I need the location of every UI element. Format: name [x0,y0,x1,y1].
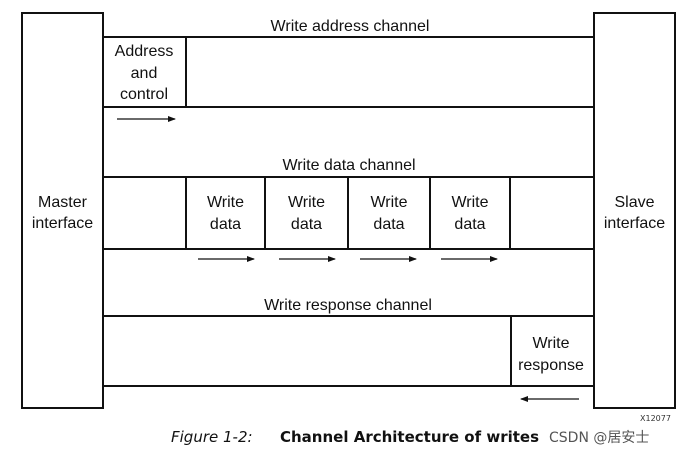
write-data-box-3: Write data [370,194,407,233]
address-control-label-line2: and [131,65,158,82]
write-data-box-1-label-line2: data [210,216,241,233]
write-address-channel-title: Write address channel [271,18,430,35]
write-data-box-2-label-line1: Write [288,194,325,211]
address-control-label-line1: Address [115,43,174,60]
write-response-channel-title: Write response channel [264,297,432,314]
caption-figure-number: Figure 1-2: [171,428,253,446]
write-data-box-1-label-line1: Write [207,194,244,211]
slave-interface-block: Slave interface [593,12,676,409]
master-interface-label-line2: interface [32,215,93,232]
write-data-box-1: Write data [207,194,244,233]
write-data-box-3-label-line1: Write [370,194,407,211]
write-data-channel-title: Write data channel [282,157,415,174]
write-data-box-2-label-line2: data [291,216,322,233]
write-response-label-line2: response [518,357,584,374]
address-and-control-box: Address and control [115,43,174,103]
write-data-box-4-label-line2: data [454,216,485,233]
write-response-label-line1: Write [532,335,569,352]
figure-id: X12077 [640,414,671,423]
write-data-box-4-label-line1: Write [451,194,488,211]
master-interface-label-line1: Master [38,194,88,211]
write-data-box-2: Write data [288,194,325,233]
write-response-channel: Write response channel Write response [103,297,594,402]
write-response-box: Write response [518,335,584,374]
csdn-watermark: CSDN @居安士 [549,430,649,446]
figure-caption: Figure 1-2: Channel Architecture of writ… [171,428,539,446]
slave-interface-label-line2: interface [604,215,665,232]
write-data-box-3-label-line2: data [373,216,404,233]
master-interface-block: Master interface [21,12,104,409]
write-address-channel: Write address channel Address and contro… [103,18,594,122]
write-data-box-4: Write data [451,194,488,233]
write-data-channel: Write data channel Write data Write data… [103,157,594,262]
address-control-label-line3: control [120,86,168,103]
caption-title: Channel Architecture of writes [280,428,539,446]
slave-interface-label-line1: Slave [614,194,654,211]
